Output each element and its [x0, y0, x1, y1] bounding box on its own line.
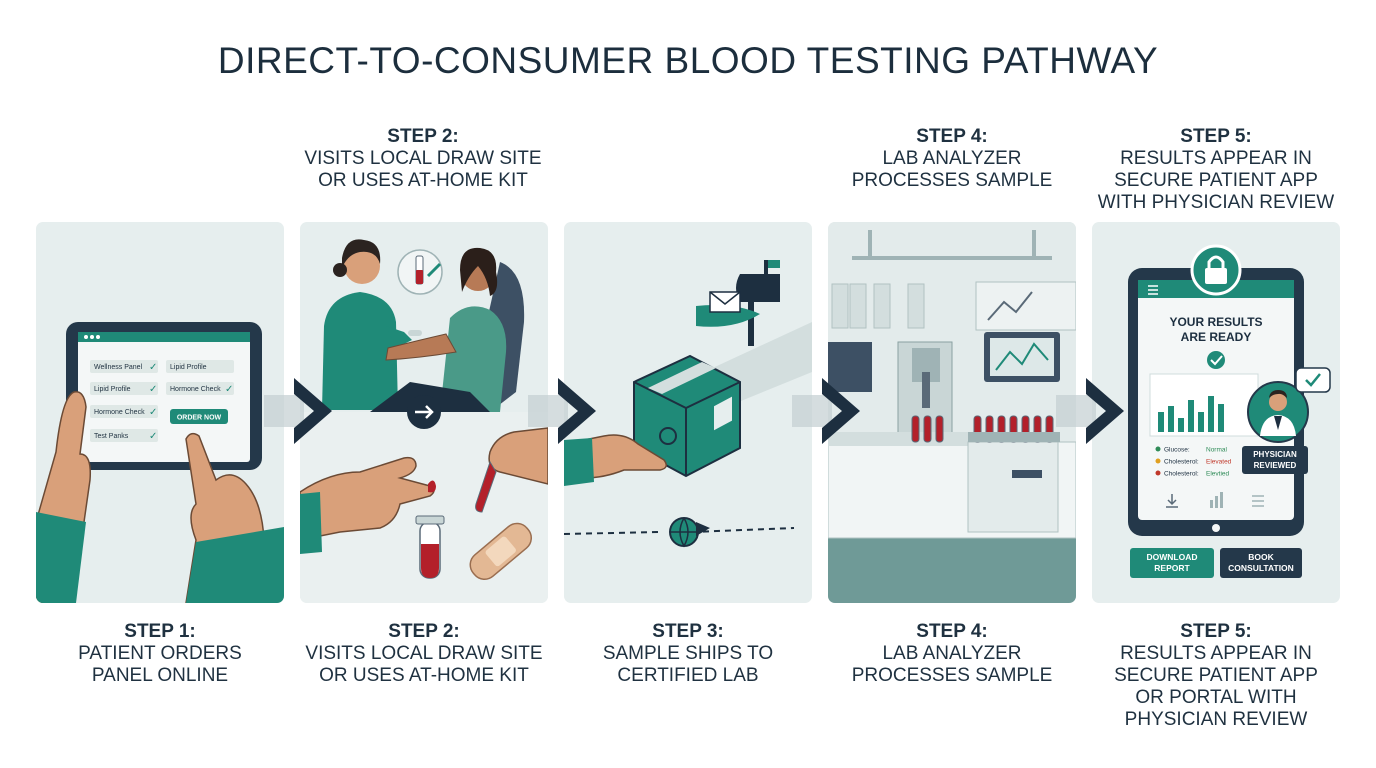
step-label: STEP 4:	[916, 126, 988, 147]
step-text: PANEL ONLINE	[91, 665, 229, 686]
tablet-panel-item: Lipid Profile	[94, 386, 131, 393]
results-heading: YOUR RESULTS	[1169, 315, 1262, 329]
result-label: Cholesterol:	[1164, 459, 1199, 466]
step-text: SECURE PATIENT APP	[1114, 665, 1318, 686]
step-text: VISITS LOCAL DRAW SITE	[305, 643, 543, 664]
caption-step2: STEP 2: VISITS LOCAL DRAW SITE OR USES A…	[300, 621, 548, 687]
step-label: STEP 3:	[652, 621, 724, 642]
step-text: SAMPLE SHIPS TO	[602, 643, 774, 664]
svg-text:✓: ✓	[149, 362, 157, 373]
chevron-right-icon	[792, 378, 860, 444]
chevron-right-icon	[1056, 378, 1124, 444]
step-label: STEP 5:	[1180, 621, 1252, 642]
step-text: PATIENT ORDERS	[78, 643, 242, 664]
step-text: PROCESSES SAMPLE	[851, 665, 1053, 686]
page-title: DIRECT-TO-CONSUMER BLOOD TESTING PATHWAY	[217, 40, 1159, 81]
book-consultation-button[interactable]	[1220, 548, 1302, 578]
result-status: Normal	[1206, 447, 1228, 454]
result-label: Cholesterol:	[1164, 471, 1199, 478]
step-text: SECURE PATIENT APP	[1114, 170, 1318, 191]
step-text: LAB ANALYZER	[882, 148, 1022, 169]
tablet-ordering-icon: Wellness Panel ✓ Lipid Profile Lipid Pro…	[36, 322, 284, 603]
menu-icon[interactable]	[1252, 495, 1264, 507]
step-text: OR PORTAL WITH	[1135, 687, 1297, 708]
step-text: CERTIFIED LAB	[617, 665, 759, 686]
download-report-button[interactable]	[1130, 548, 1214, 578]
svg-text:✓: ✓	[225, 384, 233, 395]
step5-panel: YOUR RESULTS ARE READY Glucose: Normal C…	[1092, 222, 1340, 603]
step-text: LAB ANALYZER	[882, 643, 1022, 664]
step-text: OR USES AT-HOME KIT	[319, 665, 529, 686]
results-heading: ARE READY	[1181, 330, 1252, 344]
download-report-label: REPORT	[1154, 563, 1190, 573]
patient-app-icon: YOUR RESULTS ARE READY Glucose: Normal C…	[1128, 244, 1331, 578]
result-status: Elevtied	[1206, 471, 1230, 478]
caption-step4: STEP 4: LAB ANALYZER PROCESSES SAMPLE	[828, 621, 1076, 687]
lab-analyzer-icon	[828, 222, 1076, 603]
result-status: Elevated	[1206, 459, 1232, 466]
step4-panel	[828, 222, 1076, 603]
top-caption-step4: STEP 4: LAB ANALYZER PROCESSES SAMPLE	[828, 126, 1076, 192]
step-text: OR USES AT-HOME KIT	[318, 170, 528, 191]
blood-draw-icon	[300, 239, 548, 603]
step3-panel	[564, 222, 812, 603]
order-now-label: ORDER NOW	[177, 415, 222, 422]
step-text: RESULTS APPEAR IN	[1120, 148, 1312, 169]
step-text: PHYSICIAN REVIEW	[1124, 709, 1308, 730]
svg-text:✓: ✓	[149, 431, 157, 442]
svg-text:✓: ✓	[149, 407, 157, 418]
step-text: WITH PHYSICIAN REVIEW	[1097, 192, 1335, 213]
tablet-panel-item: Lipid Profile	[170, 364, 207, 371]
step1-panel: Wellness Panel ✓ Lipid Profile Lipid Pro…	[36, 222, 284, 603]
top-caption-step5: STEP 5: RESULTS APPEAR IN SECURE PATIENT…	[1092, 126, 1340, 214]
caption-step5: STEP 5: RESULTS APPEAR IN SECURE PATIENT…	[1092, 621, 1340, 731]
result-label: Glucose:	[1164, 447, 1190, 454]
tablet-panel-item: Wellness Panel	[94, 364, 143, 371]
step2-panel	[300, 222, 548, 603]
download-icon[interactable]	[1166, 494, 1178, 508]
book-consultation-label: BOOK	[1248, 552, 1274, 562]
step-text: RESULTS APPEAR IN	[1120, 643, 1312, 664]
step-label: STEP 2:	[388, 621, 460, 642]
step-label: STEP 1:	[124, 621, 196, 642]
chevron-right-icon	[528, 378, 596, 444]
top-caption-step2: STEP 2: VISITS LOCAL DRAW SITE OR USES A…	[299, 126, 547, 192]
caption-step3: STEP 3: SAMPLE SHIPS TO CERTIFIED LAB	[564, 621, 812, 687]
physician-badge: REVIEWED	[1254, 461, 1297, 470]
chevron-right-icon	[264, 378, 332, 444]
step-text: PROCESSES SAMPLE	[851, 170, 1053, 191]
caption-step1: STEP 1: PATIENT ORDERS PANEL ONLINE	[36, 621, 284, 687]
physician-badge: PHYSICIAN	[1253, 450, 1297, 459]
step-label: STEP 2:	[387, 126, 459, 147]
tablet-panel-item: Test Panks	[94, 433, 129, 440]
tablet-panel-item: Hormone Check	[170, 386, 221, 393]
svg-text:✓: ✓	[149, 384, 157, 395]
tablet-panel-item: Hormone Check	[94, 409, 145, 416]
shipping-box-icon	[564, 260, 812, 548]
step-text: VISITS LOCAL DRAW SITE	[304, 148, 542, 169]
step-label: STEP 4:	[916, 621, 988, 642]
order-now-button[interactable]	[170, 409, 228, 424]
download-report-label: DOWNLOAD	[1147, 552, 1198, 562]
step-label: STEP 5:	[1180, 126, 1252, 147]
book-consultation-label: CONSULTATION	[1228, 563, 1294, 573]
